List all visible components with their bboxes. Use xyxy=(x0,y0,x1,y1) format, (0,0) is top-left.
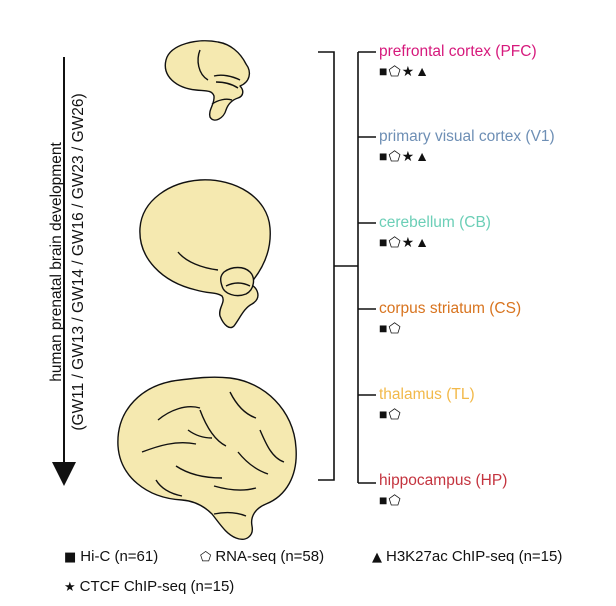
assay-marks: ■⬠★▲ xyxy=(379,63,431,79)
square-icon: ■ xyxy=(64,550,77,565)
region-v1: primary visual cortex (V1) ■⬠★▲ xyxy=(379,128,555,164)
mid-brain-drawing xyxy=(139,179,271,329)
development-arrow xyxy=(52,57,76,486)
assay-marks: ■⬠★▲ xyxy=(379,148,431,164)
triangle-icon: ▲ xyxy=(372,550,382,565)
region-cb: cerebellum (CB) ■⬠★▲ xyxy=(379,214,491,250)
legend-label: CTCF ChIP-seq (n=15) xyxy=(79,578,235,595)
assay-marks: ■⬠ xyxy=(379,406,402,422)
axis-label-line-2: (GW11 / GW13 / GW14 / GW16 / GW23 / GW26… xyxy=(70,93,87,431)
region-cs: corpus striatum (CS) ■⬠ xyxy=(379,300,521,336)
region-name: prefrontal cortex (PFC) xyxy=(379,43,537,60)
region-name: corpus striatum (CS) xyxy=(379,300,522,317)
region-name: thalamus (TL) xyxy=(379,386,475,403)
assay-marks: ■⬠ xyxy=(379,320,402,336)
pentagon-icon: ⬠ xyxy=(200,550,212,565)
early-brain-drawing xyxy=(164,40,251,121)
late-brain-drawing xyxy=(117,376,297,540)
stage-bracket xyxy=(318,51,358,481)
legend-label: H3K27ac ChIP-seq (n=15) xyxy=(386,548,563,565)
legend-hic: ■Hi-C (n=61) xyxy=(64,548,158,565)
region-tl: thalamus (TL) ■⬠ xyxy=(379,386,475,422)
region-name: hippocampus (HP) xyxy=(379,472,508,489)
assay-marks: ■⬠★▲ xyxy=(379,234,431,250)
axis-label-line-1: human prenatal brain development xyxy=(48,142,65,382)
legend-label: Hi-C (n=61) xyxy=(80,548,159,565)
star-icon: ★ xyxy=(64,580,76,595)
region-name: primary visual cortex (V1) xyxy=(379,128,555,145)
region-pfc: prefrontal cortex (PFC) ■⬠★▲ xyxy=(379,43,537,79)
assay-marks: ■⬠ xyxy=(379,492,402,508)
legend-ctcf: ★CTCF ChIP-seq (n=15) xyxy=(64,578,234,595)
region-name: cerebellum (CB) xyxy=(379,214,491,231)
region-hp: hippocampus (HP) ■⬠ xyxy=(379,472,507,508)
legend-h3k27ac: ▲ H3K27ac ChIP-seq (n=15) xyxy=(372,548,562,565)
region-bracket xyxy=(357,51,376,484)
legend-rnaseq: ⬠RNA-seq (n=58) xyxy=(200,548,324,565)
legend-label: RNA-seq (n=58) xyxy=(215,548,325,565)
